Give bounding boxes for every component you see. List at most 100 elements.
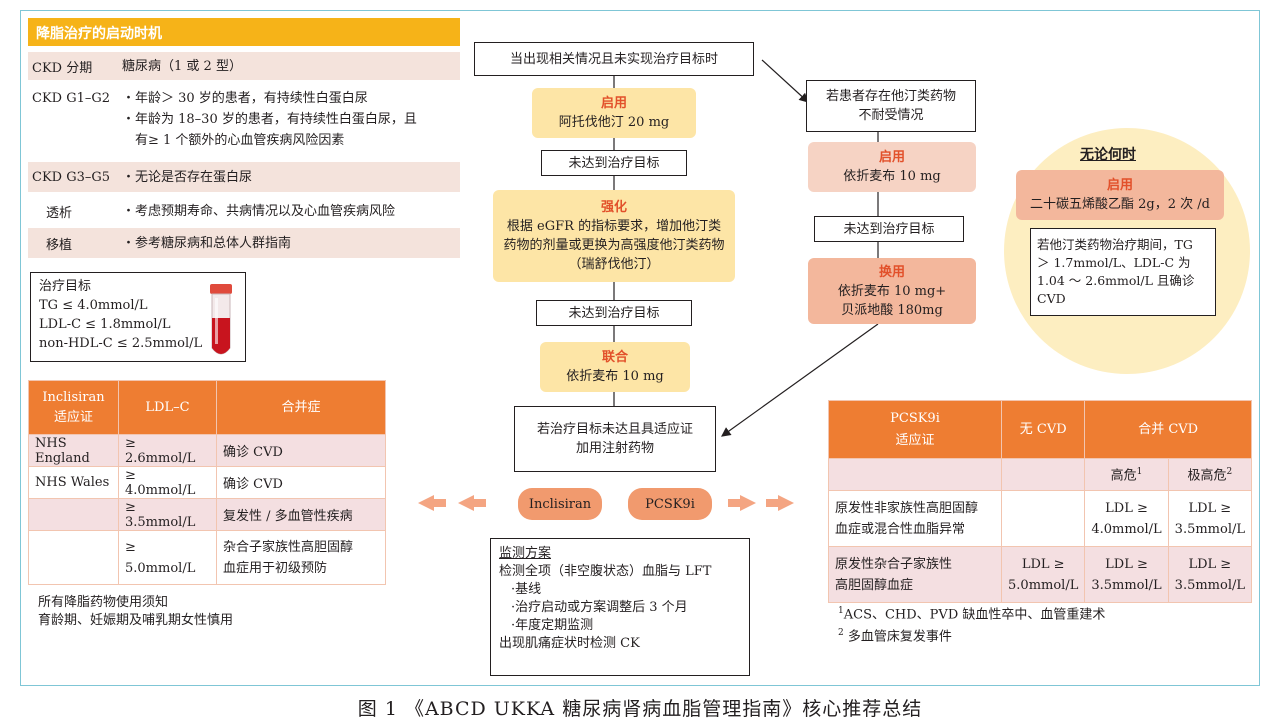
pill-label: PCSK9i	[645, 496, 695, 512]
inclisiran-pill: Inclisiran	[518, 488, 602, 520]
criteria-row-g3g5: CKD G3–G5 ・无论是否存在蛋白尿	[28, 162, 460, 192]
note-line: 所有降脂药物使用须知	[38, 595, 169, 610]
step-text: 根据 eGFR 的指标要求，增加他汀类药物的剂量或更换为高强度他汀类药物（瑞舒伐…	[503, 219, 725, 272]
footnote-mark: 2	[838, 628, 844, 639]
note-line: 育龄期、妊娠期及哺乳期女性慎用	[38, 613, 234, 628]
criteria-row-g1g2: CKD G1–G2 ・年龄＞ 30 岁的患者，有持续性白蛋白尿 ・年龄为 18–…	[28, 88, 460, 154]
pcsk9i-table: PCSK9i 适应证 无 CVD 合并 CVD 高危1 极高危2 原发性非家族性…	[827, 400, 1253, 603]
step-title: 启用	[878, 150, 905, 165]
criteria-value: ・无论是否存在蛋白尿	[122, 169, 253, 185]
table-row: 原发性非家族性高胆固醇 血症或混合性血脂异常 LDL ≥ 4.0mmol/L L…	[827, 490, 1253, 547]
table-cell: LDL ≥ 3.5mmol/L	[1167, 490, 1253, 547]
step-text: 依折麦布 10 mg	[566, 369, 664, 384]
criteria-value: 糖尿病（1 或 2 型）	[122, 58, 242, 74]
intolerance-box: 若患者存在他汀类药物 不耐受情况	[806, 80, 976, 132]
table-cell	[28, 498, 119, 531]
table-cell: 复发性 / 多血管性疾病	[216, 498, 386, 531]
injectable-text: 若治疗目标未达且具适应证 加用注射药物	[536, 422, 693, 456]
table-cell: NHS England	[28, 434, 119, 467]
table-header: Inclisiran 适应证	[28, 380, 119, 435]
flow-step-intensify: 强化 根据 eGFR 的指标要求，增加他汀类药物的剂量或更换为高强度他汀类药物（…	[493, 190, 735, 282]
footnote: 1ACS、CHD、PVD 缺血性卒中、血管重建术	[838, 602, 1105, 624]
table-cell: ≥ 2.6mmol/L	[118, 434, 217, 467]
footnote-text: ACS、CHD、PVD 缺血性卒中、血管重建术	[843, 607, 1106, 623]
monitor-line: 检测全项（非空腹状态）血脂与 LFT	[499, 564, 712, 579]
table-cell: LDL ≥ 3.5mmol/L	[1167, 546, 1253, 603]
monitor-title: 监测方案	[499, 546, 552, 561]
pcsk9i-pill: PCSK9i	[628, 488, 712, 520]
not-met-box: 未达到治疗目标	[814, 216, 964, 242]
table-cell	[827, 458, 1003, 491]
step-text: 依折麦布 10 mg+ 贝派地酸 180mg	[837, 283, 947, 318]
flow-step-start: 启用 阿托伐他汀 20 mg	[532, 88, 696, 138]
flow-start-box: 当出现相关情况且未实现治疗目标时	[474, 42, 754, 76]
table-header: LDL–C	[118, 380, 217, 435]
monitor-line: 出现肌痛症状时检测 CK	[499, 636, 640, 651]
not-met-box: 未达到治疗目标	[541, 150, 687, 176]
table-header: 合并症	[216, 380, 386, 435]
table-row: 原发性杂合子家族性 高胆固醇血症 LDL ≥ 5.0mmol/L LDL ≥ 3…	[827, 546, 1253, 603]
figure-frame	[20, 10, 1260, 686]
monitoring-box: 监测方案 检测全项（非空腹状态）血脂与 LFT ·基线 ·治疗启动或方案调整后 …	[490, 538, 750, 676]
criteria-key: 移植	[46, 237, 73, 253]
table-header: 无 CVD	[1001, 400, 1086, 459]
footnote-mark: 1	[1136, 467, 1143, 478]
risk-high: 高危	[1110, 468, 1137, 484]
not-met-box: 未达到治疗目标	[536, 300, 692, 326]
inclisiran-table: Inclisiran 适应证 LDL–C 合并症 NHS England ≥ 2…	[28, 380, 386, 585]
intolerance-text: 若患者存在他汀类药物 不耐受情况	[825, 89, 956, 123]
table-cell: LDL ≥ 3.5mmol/L	[1084, 546, 1169, 603]
monitor-line: ·年度定期监测	[511, 618, 594, 633]
criteria-value: 有≥ 1 个额外的心血管疾病风险因素	[122, 133, 345, 148]
step-title: 启用	[600, 96, 627, 111]
table-cell: ≥ 4.0mmol/L	[118, 466, 217, 499]
anytime-start-box: 启用 二十碳五烯酸乙酯 2g，2 次 /d	[1016, 170, 1224, 220]
table-cell: 原发性非家族性高胆固醇 血症或混合性血脂异常	[827, 490, 1003, 547]
goal-item: non-HDL-C ≤ 2.5mmol/L	[39, 336, 203, 351]
table-cell: ≥ 5.0mmol/L	[118, 530, 217, 585]
criteria-key: CKD G1–G2	[32, 91, 111, 106]
table-cell: 高危1	[1084, 458, 1169, 491]
footnote-mark: 1	[838, 606, 844, 616]
footnote-text: 多血管床复发事件	[843, 629, 952, 645]
step-text: 阿托伐他汀 20 mg	[558, 115, 670, 130]
anytime-title: 无论何时	[1080, 147, 1136, 163]
criteria-key: CKD G3–G5	[32, 169, 111, 185]
table-row: NHS England ≥ 2.6mmol/L 确诊 CVD	[28, 434, 386, 467]
criteria-row-transplant: 移植 ・参考糖尿病和总体人群指南	[28, 228, 460, 258]
footnotes: 1ACS、CHD、PVD 缺血性卒中、血管重建术 2 多血管床复发事件	[838, 602, 1105, 647]
step-text: 依折麦布 10 mg	[843, 169, 941, 184]
criteria-key: 透析	[46, 205, 73, 221]
table-cell: LDL ≥ 4.0mmol/L	[1084, 490, 1169, 547]
criteria-value: ・年龄为 18–30 岁的患者，有持续性白蛋白尿，且	[122, 112, 417, 127]
table-cell: ≥ 3.5mmol/L	[118, 498, 217, 531]
step-title: 强化	[600, 200, 627, 215]
criteria-title: 降脂治疗的启动时机	[28, 18, 460, 46]
step-title: 启用	[1106, 178, 1133, 193]
table-cell	[1001, 458, 1086, 491]
step-title: 换用	[878, 264, 905, 280]
goal-item: LDL-C ≤ 1.8mmol/L	[39, 317, 171, 332]
injectable-box: 若治疗目标未达且具适应证 加用注射药物	[514, 406, 716, 472]
criteria-row-dialysis: 透析 ・考虑预期寿命、共病情况以及心血管疾病风险	[28, 196, 460, 226]
table-cell: 确诊 CVD	[216, 434, 386, 467]
pill-label: Inclisiran	[528, 496, 592, 512]
figure-caption: 图 1 《ABCD UKKA 糖尿病肾病血脂管理指南》核心推荐总结	[357, 698, 923, 720]
goal-item: TG ≤ 4.0mmol/L	[39, 298, 148, 313]
flow-step-combine: 联合 依折麦布 10 mg	[540, 342, 690, 392]
not-met-text: 未达到治疗目标	[568, 155, 660, 171]
table-row: 高危1 极高危2	[827, 458, 1253, 491]
anytime-condition-box: 若他汀类药物治疗期间，TG ＞ 1.7mmol/L、LDL-C 为 1.04 ～…	[1030, 228, 1216, 316]
table-cell	[1001, 490, 1086, 547]
table-header: PCSK9i 适应证	[827, 400, 1003, 459]
monitor-line: ·基线	[511, 582, 542, 597]
footnote-mark: 2	[1226, 467, 1233, 478]
criteria-value: ・参考糖尿病和总体人群指南	[122, 235, 292, 251]
footnote: 2 多血管床复发事件	[838, 624, 1105, 646]
step-text: 二十碳五烯酸乙酯 2g，2 次 /d	[1030, 197, 1210, 212]
alt-step-start: 启用 依折麦布 10 mg	[808, 142, 976, 192]
table-row: ≥ 3.5mmol/L 复发性 / 多血管性疾病	[28, 498, 386, 531]
table-cell: 原发性杂合子家族性 高胆固醇血症	[827, 546, 1003, 603]
table-row: ≥ 5.0mmol/L 杂合子家族性高胆固醇 血症用于初级预防	[28, 530, 386, 585]
table-cell: 极高危2	[1167, 458, 1253, 491]
